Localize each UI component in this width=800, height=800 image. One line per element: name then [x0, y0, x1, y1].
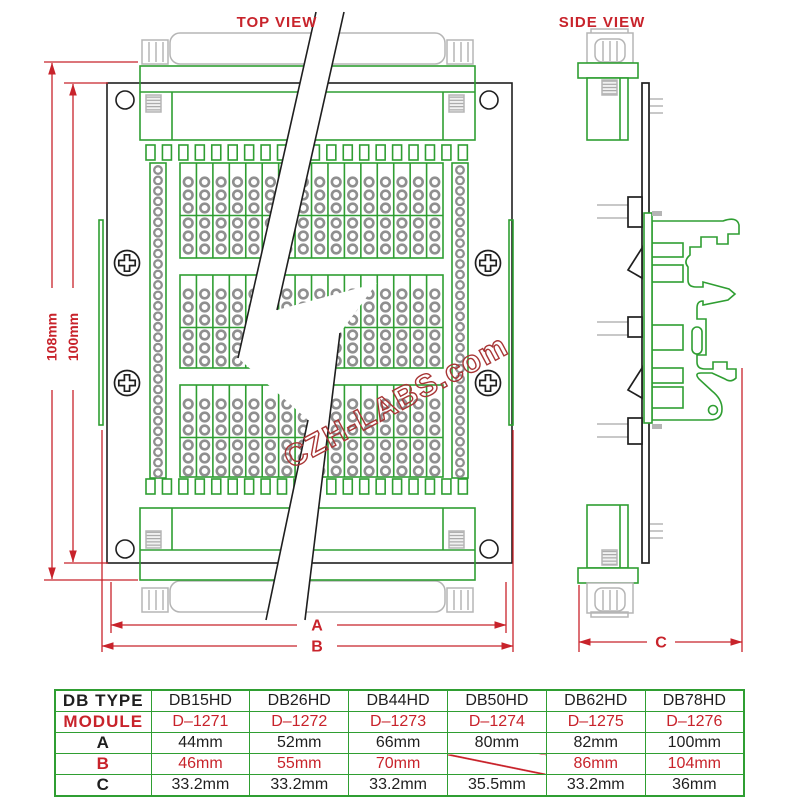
mounting-hole: [115, 539, 135, 559]
phillips-screw: [474, 369, 502, 397]
table-cell: D–1273: [348, 711, 448, 733]
table-cell: C: [54, 774, 152, 797]
side-view-title: SIDE VIEW: [559, 14, 646, 31]
table-cell: DB62HD: [545, 689, 646, 712]
table-cell: A: [54, 732, 152, 754]
table-cell: 52mm: [249, 732, 350, 754]
table-cell: MODULE: [54, 711, 152, 733]
table-cell: 104mm: [644, 753, 745, 775]
phillips-screws: [113, 249, 502, 397]
table-cell: DB26HD: [249, 689, 350, 712]
dim-b-row: B 46mm 55mm 70mm 86mm 104mm: [54, 753, 745, 775]
table-cell: B: [54, 753, 152, 775]
table-cell: D–1271: [150, 711, 251, 733]
table-cell-not-applicable: [446, 753, 547, 775]
table-cell: D–1272: [249, 711, 350, 733]
table-cell: 33.2mm: [249, 774, 350, 797]
din-bracket-edge-right: [508, 219, 514, 426]
table-cell: D–1275: [545, 711, 646, 733]
table-cell: 33.2mm: [150, 774, 251, 797]
screw-hatch: [145, 530, 162, 549]
dim-label-c: C: [655, 635, 667, 652]
table-cell: 70mm: [348, 753, 448, 775]
break-symbol: [237, 11, 377, 621]
module-row: MODULE D–1271 D–1272 D–1273 D–1274 D–127…: [54, 711, 745, 733]
pad-rail-left: [149, 162, 167, 479]
table-cell: 36mm: [644, 774, 745, 797]
screw-hatch: [448, 530, 465, 549]
table-cell: 35.5mm: [446, 774, 547, 797]
dim-label-108mm: 108mm: [44, 313, 60, 361]
table-cell: 100mm: [644, 732, 745, 754]
db-type-spec-table: DB TYPE DB15HD DB26HD DB44HD DB50HD DB62…: [54, 689, 745, 797]
mounting-hole: [479, 90, 499, 110]
solder-pads: [153, 165, 465, 478]
side-dsub-bottom: [577, 504, 639, 618]
table-cell: DB78HD: [644, 689, 745, 712]
table-cell: DB15HD: [150, 689, 251, 712]
pad-rail-right: [451, 162, 469, 479]
table-cell: 46mm: [150, 753, 251, 775]
table-cell: DB TYPE: [54, 689, 152, 712]
table-cell: 66mm: [348, 732, 448, 754]
table-cell: DB50HD: [446, 689, 547, 712]
dim-label-b: B: [311, 639, 323, 656]
table-cell: DB44HD: [348, 689, 448, 712]
dimensions: 108mm 100mm A B C: [44, 61, 743, 656]
din-rail-bracket: [643, 211, 740, 429]
dim-label-a: A: [311, 618, 323, 635]
table-cell: D–1274: [446, 711, 547, 733]
phillips-screw: [474, 249, 502, 277]
table-cell: 33.2mm: [545, 774, 646, 797]
dim-c-row: C 33.2mm 33.2mm 33.2mm 35.5mm 33.2mm 36m…: [54, 774, 745, 797]
mounting-hole: [115, 90, 135, 110]
spec-table-container: DB TYPE DB15HD DB26HD DB44HD DB50HD DB62…: [54, 689, 745, 797]
screw-hatch: [145, 94, 162, 113]
phillips-screw: [113, 249, 141, 277]
db-type-row: DB TYPE DB15HD DB26HD DB44HD DB50HD DB62…: [54, 689, 745, 712]
table-cell: 33.2mm: [348, 774, 448, 797]
table-cell: 80mm: [446, 732, 547, 754]
technical-diagram: 108mm 100mm A B C TOP VIEW SIDE VIEW CZH…: [44, 11, 743, 656]
phillips-screw: [113, 369, 141, 397]
table-cell: 55mm: [249, 753, 350, 775]
screw-hatch: [448, 94, 465, 113]
side-dsub-top: [577, 28, 639, 141]
din-bracket-edge-left: [98, 219, 104, 426]
table-cell: 82mm: [545, 732, 646, 754]
board-components: [626, 196, 643, 445]
side-view: [577, 28, 740, 618]
table-cell: 44mm: [150, 732, 251, 754]
dim-label-100mm: 100mm: [65, 313, 81, 361]
top-view-title: TOP VIEW: [237, 14, 318, 31]
table-cell: 86mm: [545, 753, 646, 775]
table-cell: D–1276: [644, 711, 745, 733]
dim-a-row: A 44mm 52mm 66mm 80mm 82mm 100mm: [54, 732, 745, 754]
mounting-hole: [479, 539, 499, 559]
terminal-pin-rows: [145, 144, 469, 495]
